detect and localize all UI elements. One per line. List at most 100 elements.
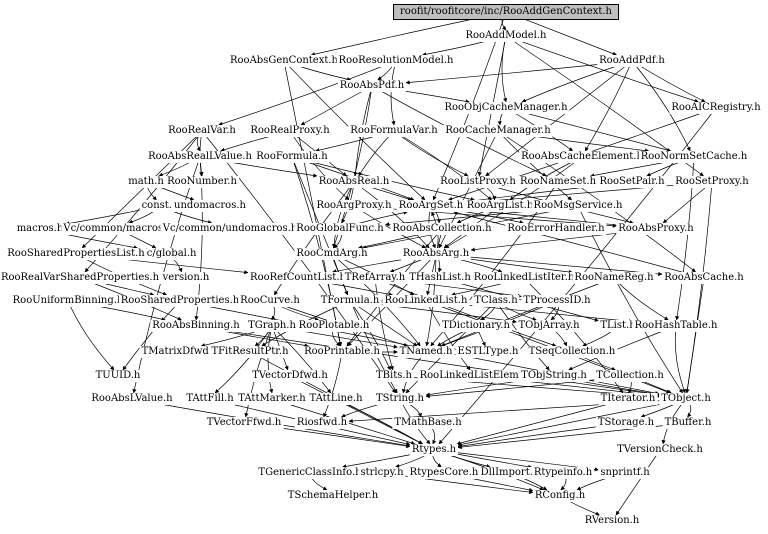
node-rtypeinfo[interactable]: Rtypeinfo.h [531,467,595,479]
node-tobjstring[interactable]: TObjString.h [519,370,589,382]
node-rooaddmodel[interactable]: RooAddModel.h [463,30,549,42]
node-version[interactable]: version.h [160,272,212,284]
node-rooformulavar[interactable]: RooFormulaVar.h [348,125,440,137]
node-root[interactable]: roofit/roofitcore/inc/RooAddGenContext.h [393,4,619,20]
node-estltype[interactable]: ESTLType.h [455,346,521,358]
node-tnamed[interactable]: TNamed.h [397,346,455,358]
node-rconfig[interactable]: RConfig.h [532,490,588,502]
node-tattmarker[interactable]: TAttMarker.h [236,393,308,405]
node-tbuffer[interactable]: TBuffer.h [662,417,714,429]
node-tattfill[interactable]: TAttFill.h [184,393,236,405]
node-roocachemanager[interactable]: RooCacheManager.h [443,125,553,137]
edge-roorealvar-to-tstring [201,130,396,394]
node-tprocessid[interactable]: TProcessID.h [521,295,593,307]
node-tmatrixdfwd[interactable]: TMatrixDfwd.h [139,346,221,358]
node-roorealvarsharedproperties[interactable]: RooRealVarSharedProperties.h [0,272,162,284]
node-tbits[interactable]: TBits.h [374,370,414,382]
node-tclass[interactable]: TClass.h [472,295,520,307]
node-roosharedproperties[interactable]: RooSharedProperties.h [118,295,242,307]
node-thashlist[interactable]: THashList.h [407,272,473,284]
node-tattline[interactable]: TAttLine.h [307,393,365,405]
node-roolinkedlistiter[interactable]: RooLinkedListIter.h [471,272,577,284]
node-rooerrorhandler[interactable]: RooErrorHandler.h [505,223,607,235]
node-vccommonmacros[interactable]: Vc/common/macros.h [61,223,175,235]
node-roonameset[interactable]: RooNameSet.h [517,176,599,188]
node-rooabsarg[interactable]: RooAbsArg.h [400,248,472,260]
node-rooresolutionmodel[interactable]: RooResolutionModel.h [336,55,456,67]
node-tmathbase[interactable]: TMathBase.h [392,417,464,429]
node-roolinkedlistelem[interactable]: RooLinkedListElem.h [417,370,531,382]
node-tdictionary[interactable]: TDictionary.h [440,320,512,332]
node-rooabscache[interactable]: RooAbsCache.h [662,272,746,284]
node-dllimport[interactable]: DllImport.h [478,467,542,479]
node-rooabscacheelement[interactable]: RooAbsCacheElement.h [519,151,645,163]
node-roolistproxy[interactable]: RooListProxy.h [438,176,518,188]
node-roouniformbinning[interactable]: RooUniformBinning.h [10,295,126,307]
node-rversion[interactable]: RVersion.h [582,515,642,527]
node-tstorage[interactable]: TStorage.h [595,417,657,429]
node-rooaddpdf[interactable]: RooAddPdf.h [597,55,667,67]
node-vcglobal[interactable]: Vc/global.h [137,248,199,260]
node-rooargproxy[interactable]: RooArgProxy.h [314,200,394,212]
node-roolinkedlist[interactable]: RooLinkedList.h [382,295,470,307]
node-rtypescore[interactable]: RtypesCore.h [407,467,481,479]
node-tformula[interactable]: TFormula.h [318,295,382,307]
node-tversioncheck[interactable]: TVersionCheck.h [615,444,705,456]
node-tvectorffwd[interactable]: TVectorFfwd.h [204,417,284,429]
node-tobjarray[interactable]: TObjArray.h [516,320,582,332]
node-roocmdarg[interactable]: RooCmdArg.h [294,248,370,260]
node-math[interactable]: math.h [126,176,166,188]
node-undomacros[interactable]: undomacros.h [172,200,248,212]
node-roosetpair[interactable]: RooSetPair.h [597,176,667,188]
node-rooabsreallvalue[interactable]: RooAbsRealLValue.h [146,151,254,163]
node-rooformula[interactable]: RooFormula.h [254,151,330,163]
node-roosharedpropertieslist[interactable]: RooSharedPropertiesList.h [5,248,147,260]
edge-roonormsetcache-to-roohashtable [675,156,695,321]
node-rooabsgencontext[interactable]: RooAbsGenContext.h [228,55,340,67]
node-rooaicregistry[interactable]: RooAICRegistry.h [669,102,763,114]
node-roorealproxy[interactable]: RooRealProxy.h [248,125,332,137]
node-const[interactable]: const.h [139,200,181,212]
node-tfitresultptr[interactable]: TFitResultPtr.h [209,346,291,358]
node-snprintf[interactable]: snprintf.h [598,467,652,479]
node-strlcpy[interactable]: strlcpy.h [358,467,406,479]
node-titerator[interactable]: TIterator.h [598,393,658,405]
node-tuuid[interactable]: TUUID.h [93,370,143,382]
node-roonamereg[interactable]: RooNameReg.h [572,272,656,284]
node-rooargset[interactable]: RooArgSet.h [396,200,466,212]
node-roorealvar[interactable]: RooRealVar.h [166,125,238,137]
node-tlist[interactable]: TList.h [598,320,638,332]
node-roohashtable[interactable]: RooHashTable.h [632,320,720,332]
node-rooprintable[interactable]: RooPrintable.h [302,346,382,358]
node-roonumber[interactable]: RooNumber.h [165,176,239,188]
node-tcollection[interactable]: TCollection.h [594,370,666,382]
node-tgraph[interactable]: TGraph.h [246,320,298,332]
node-tobject[interactable]: TObject.h [659,393,713,405]
node-rooobjcachemanager[interactable]: RooObjCacheManager.h [442,102,570,114]
node-vccommonundomacros[interactable]: Vc/common/undomacros.h [160,223,300,235]
node-rooabsreal[interactable]: RooAbsReal.h [316,176,392,188]
node-macros[interactable]: macros.h [14,223,66,235]
node-tgenericclassinfo[interactable]: TGenericClassInfo.h [256,467,364,479]
node-rooabslvalue[interactable]: RooAbsLValue.h [89,393,175,405]
node-roomsgservice[interactable]: RooMsgService.h [531,200,625,212]
node-rooplotable[interactable]: RooPlotable.h [296,320,372,332]
node-rooabsbinning[interactable]: RooAbsBinning.h [150,320,242,332]
node-tvectordfwd[interactable]: TVectorDfwd.h [250,370,330,382]
node-rtypes[interactable]: Rtypes.h [409,444,459,456]
node-rooabscollection[interactable]: RooAbsCollection.h [390,223,494,235]
node-roorefcountlist[interactable]: RooRefCountList.h [248,272,348,284]
node-tstring[interactable]: TString.h [374,393,426,405]
node-roocurve[interactable]: RooCurve.h [238,295,302,307]
edge-tgraph-to-tattline [271,325,332,394]
node-rooabsproxy[interactable]: RooAbsProxy.h [616,223,696,235]
node-rooabspdf[interactable]: RooAbsPdf.h [337,80,407,92]
node-roosetproxy[interactable]: RooSetProxy.h [673,176,751,188]
node-rooglobalfunc[interactable]: RooGlobalFunc.h [294,223,386,235]
node-riosfwd[interactable]: Riosfwd.h [294,417,350,429]
node-tschemahelper[interactable]: TSchemaHelper.h [285,490,381,502]
node-trefarray[interactable]: TRefArray.h [342,272,408,284]
node-roonormsetcache[interactable]: RooNormSetCache.h [638,151,750,163]
node-tseqcollection[interactable]: TSeqCollection.h [526,346,618,358]
node-rooarglist[interactable]: RooArgList.h [464,200,536,212]
